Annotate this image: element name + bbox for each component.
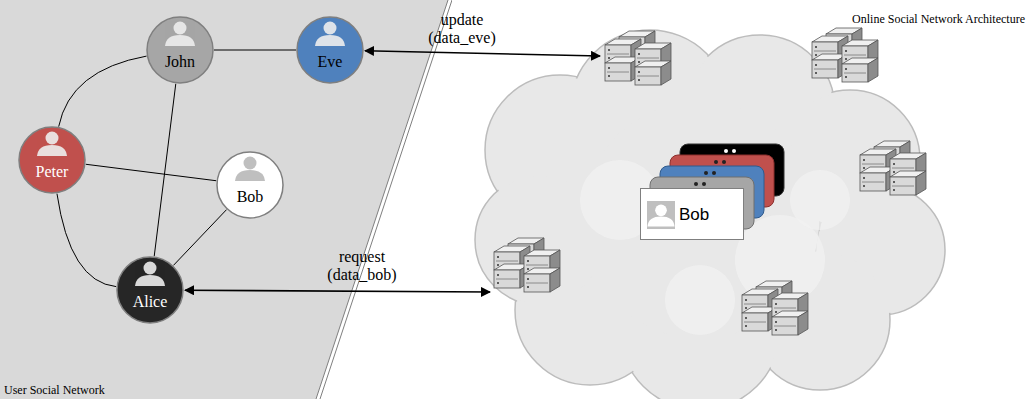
person-icon (235, 157, 265, 182)
user-circle: Eve (296, 16, 364, 84)
server-box (635, 43, 671, 67)
user-name: John (146, 53, 214, 71)
user-circle: Alice (116, 256, 184, 324)
person-icon (315, 22, 345, 47)
cloud-shape (475, 30, 945, 399)
user-network-panel: User Social Network John EvePeterBobAlice (0, 0, 452, 399)
person-icon (135, 262, 165, 287)
server-racks (494, 28, 926, 335)
edge-label: request (data_bob) (316, 248, 408, 284)
avatar-icon (647, 201, 675, 229)
circle-shape (18, 126, 86, 194)
circle-shape (146, 16, 214, 84)
user-circle: Bob (216, 151, 284, 219)
person-icon (648, 204, 675, 226)
card-name: Bob (679, 205, 709, 225)
panel-title: User Social Network (4, 383, 105, 397)
server-box (524, 268, 560, 292)
user-name: Alice (116, 293, 184, 311)
server-box (524, 250, 560, 274)
profile-card: Bob (640, 188, 744, 240)
user-name: Peter (18, 163, 86, 181)
server-box (842, 58, 878, 82)
user-name: Eve (296, 53, 364, 71)
edge-label: update (data_eve) (416, 11, 508, 47)
server-box (890, 153, 926, 177)
osn-architecture-panel: Online Social Network ArchitectureBob (320, 0, 1031, 399)
server-box (772, 293, 808, 317)
panel-title: Online Social Network Architecture (852, 12, 1025, 26)
server-box (842, 40, 878, 64)
server-box (635, 61, 671, 85)
server-box (772, 311, 808, 335)
circle-shape (216, 151, 284, 219)
circle-shape (296, 16, 364, 84)
circle-shape (116, 256, 184, 324)
user-circle: Peter (18, 126, 86, 194)
user-name: Bob (216, 188, 284, 206)
server-box (890, 171, 926, 195)
person-icon (165, 22, 195, 47)
person-icon (37, 132, 67, 157)
user-circle: John (146, 16, 214, 84)
friendship-link (214, 50, 296, 51)
